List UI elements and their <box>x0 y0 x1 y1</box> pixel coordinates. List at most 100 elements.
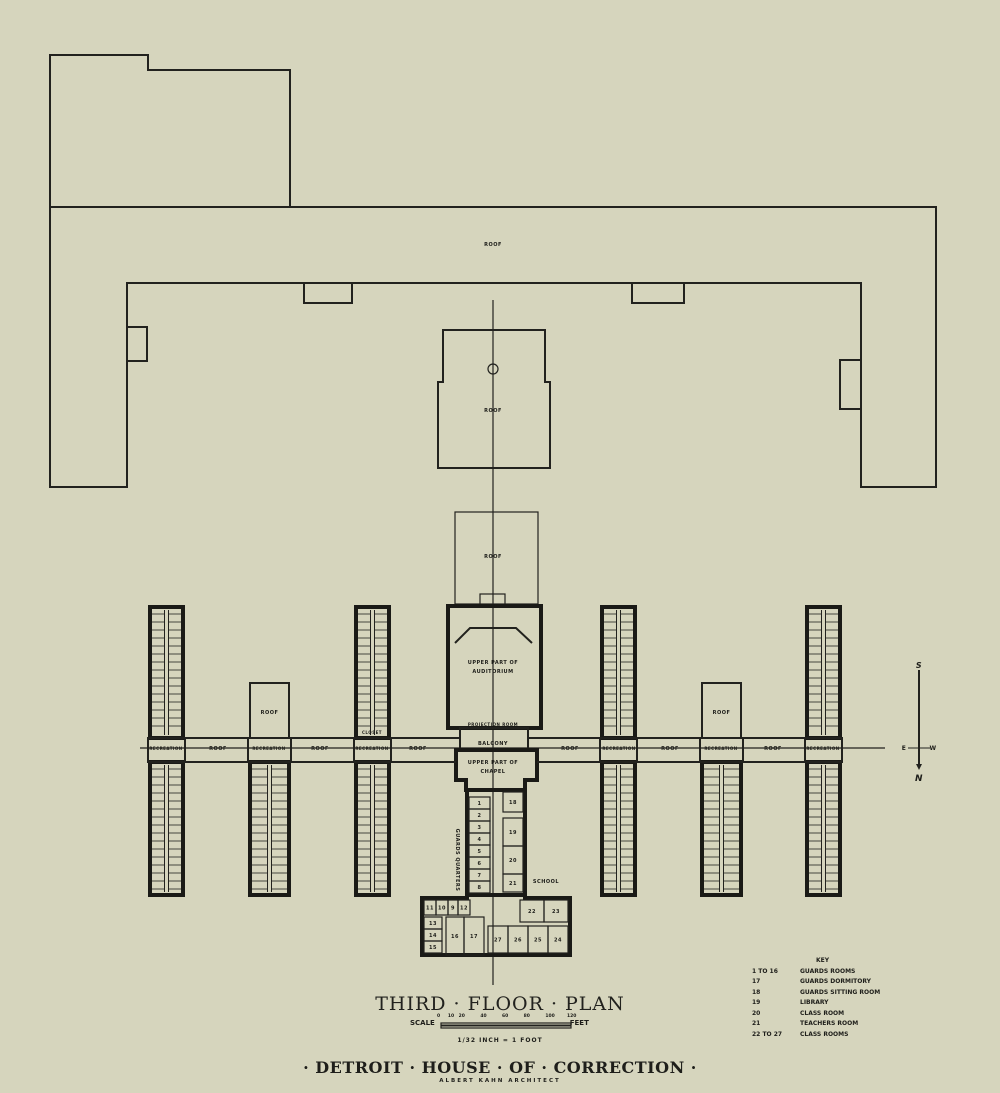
school-label: SCHOOL <box>533 879 559 885</box>
room-number: 12 <box>460 906 468 912</box>
compass-south: S <box>916 661 922 670</box>
scale-tick-label: 80 <box>523 1014 530 1019</box>
room-number: 5 <box>478 849 482 855</box>
scale-tick-label: 10 <box>447 1014 455 1019</box>
key-entry-description: GUARDS DORMITORY <box>800 978 872 985</box>
room-number: 21 <box>509 881 517 887</box>
key-entry-number: 17 <box>752 978 761 985</box>
cupola-circle <box>487 363 499 375</box>
room-number: 20 <box>509 858 517 864</box>
room <box>468 880 491 894</box>
key-entry-description: TEACHERS ROOM <box>800 1020 859 1027</box>
room-number: 23 <box>552 909 560 915</box>
scale-tick-label: 60 <box>502 1014 509 1019</box>
room-number: 17 <box>470 934 478 940</box>
recreation-label: RECREATION <box>252 746 285 751</box>
recreation-label: RECREATION <box>704 746 737 751</box>
roof-label-block: ROOF <box>261 710 279 716</box>
recreation-label: RECREATION <box>806 746 839 751</box>
room-number: 24 <box>554 938 562 944</box>
compass-east: E <box>902 745 907 752</box>
plan-title: THIRD · FLOOR · PLAN <box>375 993 625 1015</box>
auditorium-label-2: AUDITORIUM <box>472 669 513 675</box>
cell-block <box>147 605 186 897</box>
balcony-label: BALCONY <box>478 741 508 747</box>
room <box>457 899 471 916</box>
chapel-label-2: CHAPEL <box>481 769 506 775</box>
main-roof-outline <box>49 54 937 488</box>
roof-label-corridor: ROOF <box>561 746 579 752</box>
room-number: 16 <box>451 934 459 940</box>
room-number: 27 <box>494 938 502 944</box>
scale-unit: FEET <box>569 1019 589 1027</box>
key-entry-description: CLASS ROOMS <box>800 1030 849 1038</box>
key-entry-description: GUARDS ROOMS <box>800 967 856 975</box>
key-entry: 17 GUARDS DORMITORY <box>752 977 880 988</box>
roof-label-corridor: ROOF <box>764 746 782 752</box>
key-entry-description: CLASS ROOM <box>800 1009 845 1017</box>
room <box>543 899 569 923</box>
room <box>502 791 524 813</box>
projection-room-label: PROJECTION ROOM <box>468 722 518 727</box>
room-number: 2 <box>478 813 482 819</box>
scale-tick-label: 0 <box>437 1014 441 1019</box>
key-entry-number: 22 TO 27 <box>752 1030 783 1038</box>
key-entry-description: LIBRARY <box>800 999 829 1006</box>
room-number: 22 <box>528 909 536 915</box>
recreation-label: RECREATION <box>149 746 182 751</box>
central-roof-block <box>437 329 551 469</box>
room-number: 8 <box>478 885 482 891</box>
room-number: 15 <box>429 945 437 951</box>
auditorium-label-1: UPPER PART OF <box>468 660 518 666</box>
roof-label-main: ROOF <box>484 242 502 248</box>
scale-tick-label: 120 <box>567 1014 577 1019</box>
room-number: 11 <box>426 906 434 912</box>
compass-north: N <box>915 774 923 784</box>
room-number: 1 <box>478 801 482 807</box>
room-number: 4 <box>478 837 482 843</box>
scale-label: SCALE <box>410 1019 435 1027</box>
corridor <box>148 737 843 763</box>
closet-label: CLOSET <box>362 730 382 735</box>
architect-credit: ALBERT KAHN ARCHITECT <box>439 1078 561 1084</box>
room-number: 3 <box>478 825 482 831</box>
room-number: 7 <box>478 873 482 879</box>
cell-block-short: ROOF <box>699 682 744 897</box>
roof-label-block: ROOF <box>713 710 731 716</box>
cell-block <box>353 605 392 897</box>
room-number: 6 <box>478 861 482 867</box>
room <box>463 916 485 956</box>
key-entry-number: 19 <box>752 999 761 1006</box>
cell-block-short: ROOF <box>247 682 292 897</box>
room-number: 14 <box>429 933 437 939</box>
chapel-label-1: UPPER PART OF <box>468 760 518 766</box>
roof-label-corridor: ROOF <box>409 746 427 752</box>
recreation-label: RECREATION <box>602 746 635 751</box>
room <box>487 925 509 954</box>
scale-note: 1/32 INCH = 1 FOOT <box>457 1037 543 1044</box>
scale-tick-label: 100 <box>545 1014 555 1019</box>
key-entry: 21 TEACHERS ROOM <box>752 1019 880 1030</box>
scale-row: SCALE FEET <box>410 1019 589 1027</box>
roof-label-central: ROOF <box>484 408 502 414</box>
key-entry-number: 21 <box>752 1020 761 1027</box>
key-entry-description: GUARDS SITTING ROOM <box>800 988 881 996</box>
cell-block <box>599 605 638 897</box>
room-number: 19 <box>509 830 517 836</box>
guards-quarters-label: GUARDS QUARTERS <box>454 829 460 892</box>
room-number: 9 <box>451 906 455 912</box>
key-title: KEY <box>816 957 830 964</box>
room <box>502 873 524 893</box>
roof-label-auditorium: ROOF <box>484 554 502 560</box>
north-arrow: S E W N <box>902 661 936 784</box>
auditorium <box>446 604 543 730</box>
scale-tick-label: 20 <box>458 1014 465 1019</box>
room-number: 18 <box>509 800 517 806</box>
